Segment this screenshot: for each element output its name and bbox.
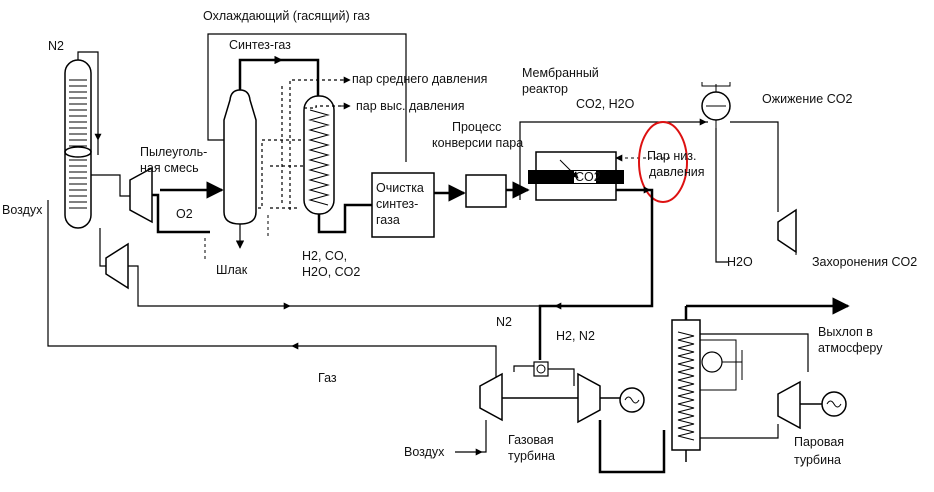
gas-turbine (577, 372, 601, 424)
label-h2o: H2O (727, 255, 753, 269)
co2-liquefaction-unit (701, 84, 731, 128)
label-n2-mid: N2 (496, 315, 512, 329)
combustor (533, 361, 549, 377)
shift-reactor (465, 174, 507, 208)
label-exhaust-1: Выхлоп в (818, 325, 873, 339)
label-membrane-2: реактор (522, 82, 568, 96)
label-process-1: Процесс (452, 120, 501, 134)
label-air-left: Воздух (2, 203, 43, 217)
label-membrane-1: Мембранный (522, 66, 599, 80)
generator-icon (821, 391, 847, 417)
label-cleanup-1: Очистка (376, 181, 424, 195)
label-gas: Газ (318, 371, 337, 385)
label-steam-high: пар выс. давления (356, 99, 464, 113)
label-gas-turbine-1: Газовая (508, 433, 554, 447)
label-gas-turbine-2: турбина (508, 449, 555, 463)
co2-compressor (777, 208, 797, 254)
label-syngas-comp-2: H2O, CO2 (302, 265, 360, 279)
label-quench-gas: Охлаждающий (гасящий) газ (203, 9, 370, 23)
syngas-cooler (303, 95, 335, 215)
label-lp-steam-1: Пар низ. (647, 149, 696, 163)
label-o2: O2 (176, 207, 193, 221)
label-h2-n2: H2, N2 (556, 329, 595, 343)
gas-cleanup-unit (371, 172, 435, 238)
label-coal-2: ная смесь (140, 161, 199, 175)
steam-drum (701, 351, 723, 373)
label-n2-top: N2 (48, 39, 64, 53)
label-syngas: Синтез-газ (229, 38, 291, 52)
air-separation-column (64, 59, 92, 229)
label-co2-h2o: CO2, H2O (576, 97, 635, 111)
generator-icon (619, 387, 645, 413)
label-air-bottom: Воздух (404, 445, 445, 459)
membrane-reactor (528, 151, 624, 201)
label-slag: Шлак (216, 263, 248, 277)
label-steam-medium: пар среднего давления (352, 72, 487, 86)
label-lp-steam-2: давления (649, 165, 705, 179)
label-co2-storage: Захоронения CO2 (812, 255, 917, 269)
air-compressor (129, 166, 153, 224)
gas-turbine-compressor (479, 372, 503, 422)
label-co2-liquefaction: Ожижение CO2 (762, 92, 852, 106)
steam-turbine (777, 380, 801, 430)
gasifier (223, 89, 257, 225)
highlight-circle (638, 121, 688, 203)
label-steam-turbine-1: Паровая (794, 435, 844, 449)
label-coal-1: Пылеуголь- (140, 145, 207, 159)
label-co2-membrane: CO2 (575, 170, 601, 184)
label-cleanup-3: газа (376, 213, 400, 227)
label-cleanup-2: синтез- (376, 197, 418, 211)
heat-recovery-steam-generator (671, 319, 701, 451)
label-steam-turbine-2: турбина (794, 453, 841, 467)
label-process-2: конверсии пара (432, 136, 523, 150)
n2-compressor (105, 242, 129, 290)
label-syngas-comp-1: H2, CO, (302, 249, 347, 263)
label-exhaust-2: атмосферу (818, 341, 883, 355)
